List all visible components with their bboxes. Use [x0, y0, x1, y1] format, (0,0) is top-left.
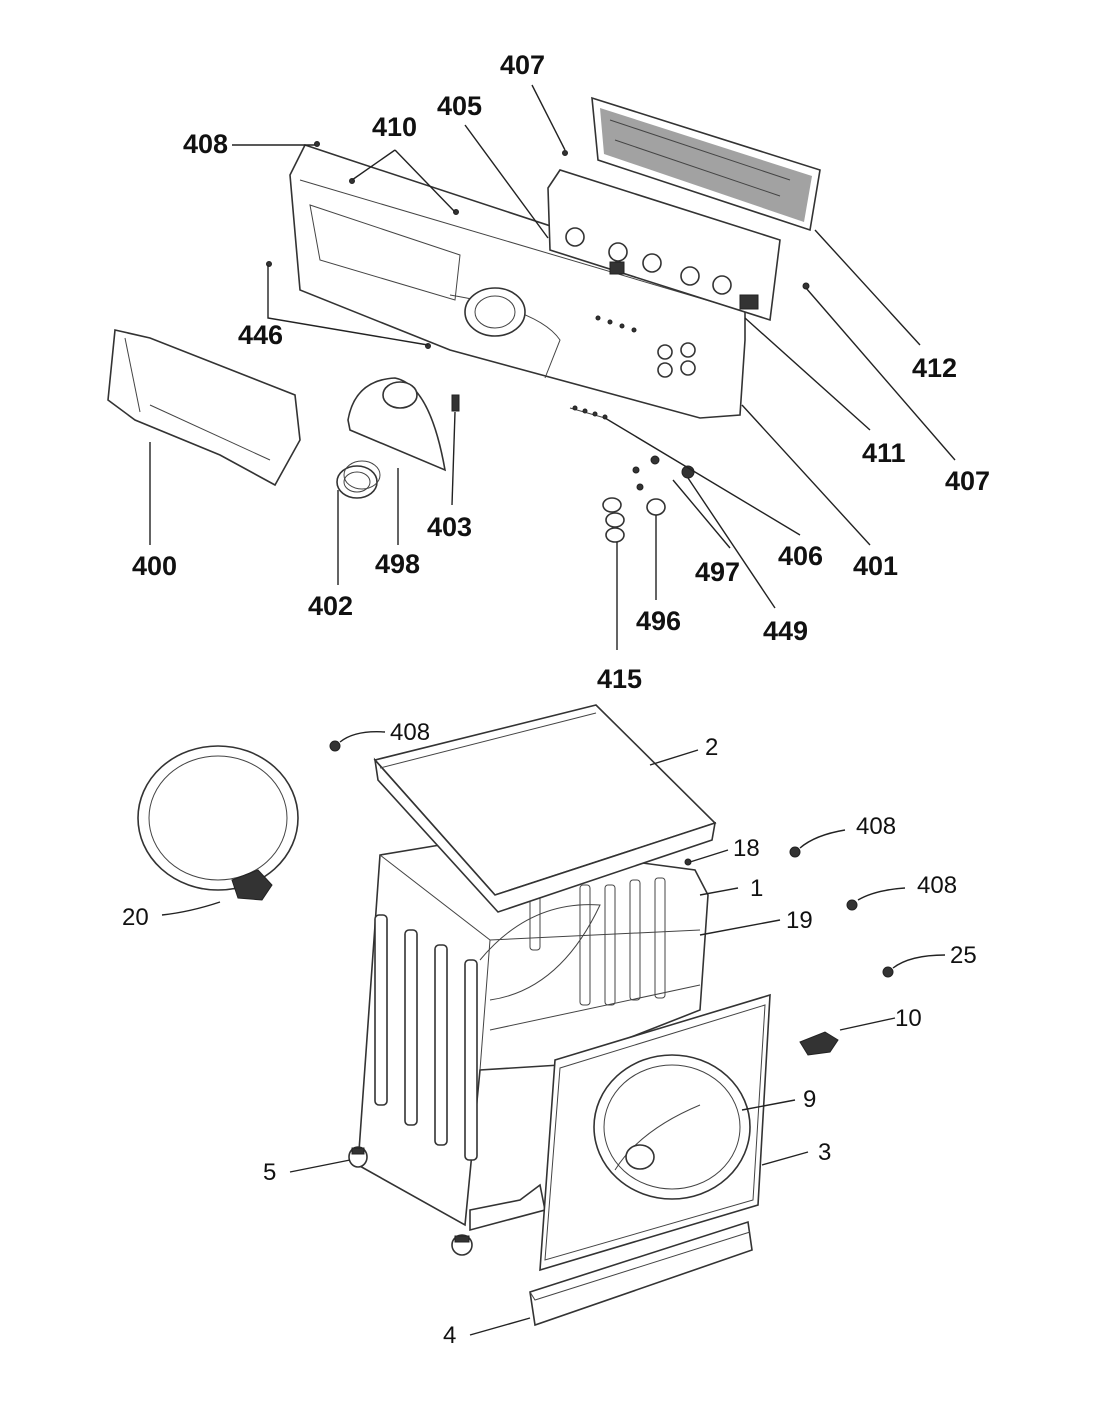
callout-400: 400 [132, 551, 177, 581]
callout-496: 496 [636, 606, 681, 636]
top-leader-lines [149, 84, 956, 650]
detergent-drawer [107, 329, 301, 487]
callout-410: 410 [372, 112, 417, 142]
knob-cover [347, 377, 447, 472]
drain-hose [137, 745, 299, 901]
callout-408-a: 408 [183, 129, 228, 159]
callout-402: 402 [308, 591, 353, 621]
callout-411: 411 [862, 438, 906, 468]
callout-408-c: 408 [856, 813, 896, 840]
bottom-callout-labels: 408 2 408 18 1 408 19 20 25 10 9 5 3 4 [122, 719, 977, 1349]
kick-plate [529, 1220, 753, 1327]
callout-9: 9 [803, 1086, 816, 1113]
callout-18: 18 [733, 835, 760, 862]
board-housing [547, 169, 781, 322]
callout-497: 497 [695, 557, 740, 587]
callout-2: 2 [705, 734, 718, 761]
callout-20: 20 [122, 904, 149, 931]
callout-407-b: 407 [945, 466, 990, 496]
callout-408-d: 408 [917, 872, 957, 899]
top-lid [373, 704, 717, 913]
top-callout-labels: 407 408 410 405 446 412 411 407 400 402 … [132, 50, 990, 694]
callout-408-b: 408 [390, 719, 430, 746]
callout-446: 446 [238, 320, 283, 350]
callout-10: 10 [895, 1005, 922, 1032]
electronic-board [591, 96, 821, 232]
callout-25: 25 [950, 942, 977, 969]
callout-3: 3 [818, 1139, 831, 1166]
bottom-leader-lines [161, 731, 946, 1336]
knob [336, 460, 381, 499]
callout-403: 403 [427, 512, 472, 542]
callout-498: 498 [375, 549, 420, 579]
callout-449: 449 [763, 616, 808, 646]
cabinet-body [357, 839, 709, 1232]
callout-407-a: 407 [500, 50, 545, 80]
callout-412: 412 [912, 353, 957, 383]
callout-5: 5 [263, 1159, 276, 1186]
callout-415: 415 [597, 664, 642, 694]
callout-401: 401 [853, 551, 898, 581]
callout-1: 1 [750, 875, 763, 902]
callout-405: 405 [437, 91, 482, 121]
control-panel-front [289, 144, 746, 419]
callout-406: 406 [778, 541, 823, 571]
feet-and-fasteners [329, 740, 894, 1256]
callout-4: 4 [443, 1322, 456, 1349]
front-panel [539, 993, 771, 1272]
callout-19: 19 [786, 907, 813, 934]
